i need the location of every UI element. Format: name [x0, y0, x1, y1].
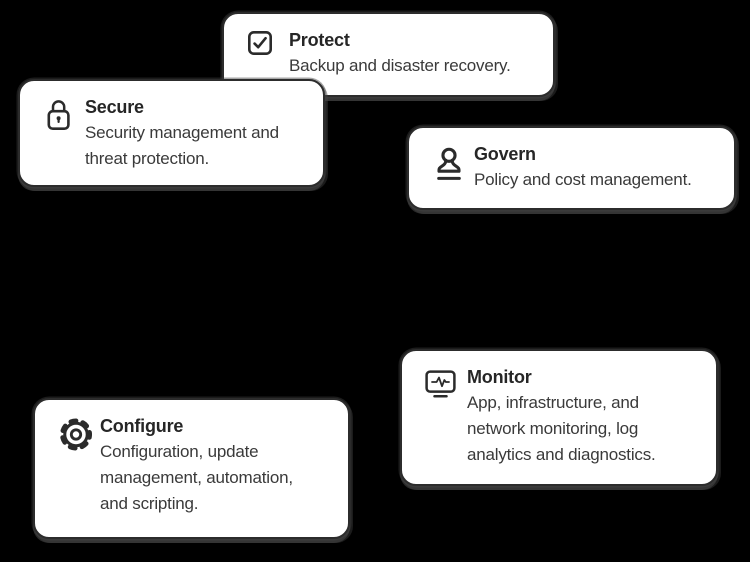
- lock-icon: [43, 97, 79, 134]
- card-title: Protect: [289, 30, 350, 50]
- card-description: App, infrastructure, and network monitor…: [467, 393, 656, 464]
- card-govern: Govern Policy and cost management.: [407, 126, 736, 210]
- card-title: Secure: [85, 97, 144, 117]
- card-secure: Secure Security management and threat pr…: [18, 79, 325, 187]
- card-description: Security management and threat protectio…: [85, 123, 279, 168]
- stamp-icon: [432, 146, 468, 184]
- card-title: Monitor: [467, 367, 532, 387]
- card-monitor: Monitor App, infrastructure, and network…: [400, 349, 718, 486]
- card-title: Configure: [100, 416, 184, 436]
- card-description: Configuration, update management, automa…: [100, 442, 293, 513]
- card-title: Govern: [474, 144, 536, 164]
- monitor-pulse-icon: [425, 369, 461, 400]
- card-configure: Configure Configuration, update manageme…: [33, 398, 350, 539]
- gear-icon: [58, 416, 94, 453]
- card-description: Backup and disaster recovery.: [289, 56, 511, 75]
- checkbox-check-icon: [247, 30, 283, 56]
- card-description: Policy and cost management.: [474, 170, 692, 189]
